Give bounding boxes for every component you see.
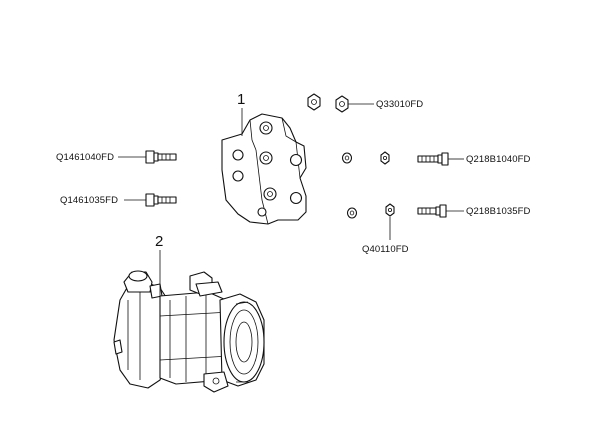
label-bolt-right-lower: Q218B1035FD (466, 206, 531, 217)
mounting-bracket (221, 113, 307, 225)
bolt-left-lower (145, 193, 177, 207)
label-bolt-left-lower: Q1461035FD (60, 195, 118, 206)
nut-upper (380, 151, 390, 165)
bolt-right-lower (417, 204, 447, 218)
washer-upper (341, 152, 353, 164)
label-bolt-right-upper: Q218B1040FD (466, 154, 531, 165)
label-bolt-left-upper: Q1461040FD (56, 152, 114, 163)
nut-lower (385, 203, 395, 217)
bolt-left-upper (145, 150, 177, 164)
label-nut-top: Q33010FD (376, 99, 423, 110)
label-washer-nut: Q40110FD (362, 244, 409, 255)
ac-compressor (113, 270, 265, 393)
flange-nut-right (335, 95, 349, 113)
washer-lower (346, 207, 358, 219)
bolt-right-upper (417, 152, 449, 166)
item-number-2: 2 (155, 233, 163, 250)
item-number-1: 1 (237, 91, 245, 108)
flange-nut-left (307, 93, 321, 111)
